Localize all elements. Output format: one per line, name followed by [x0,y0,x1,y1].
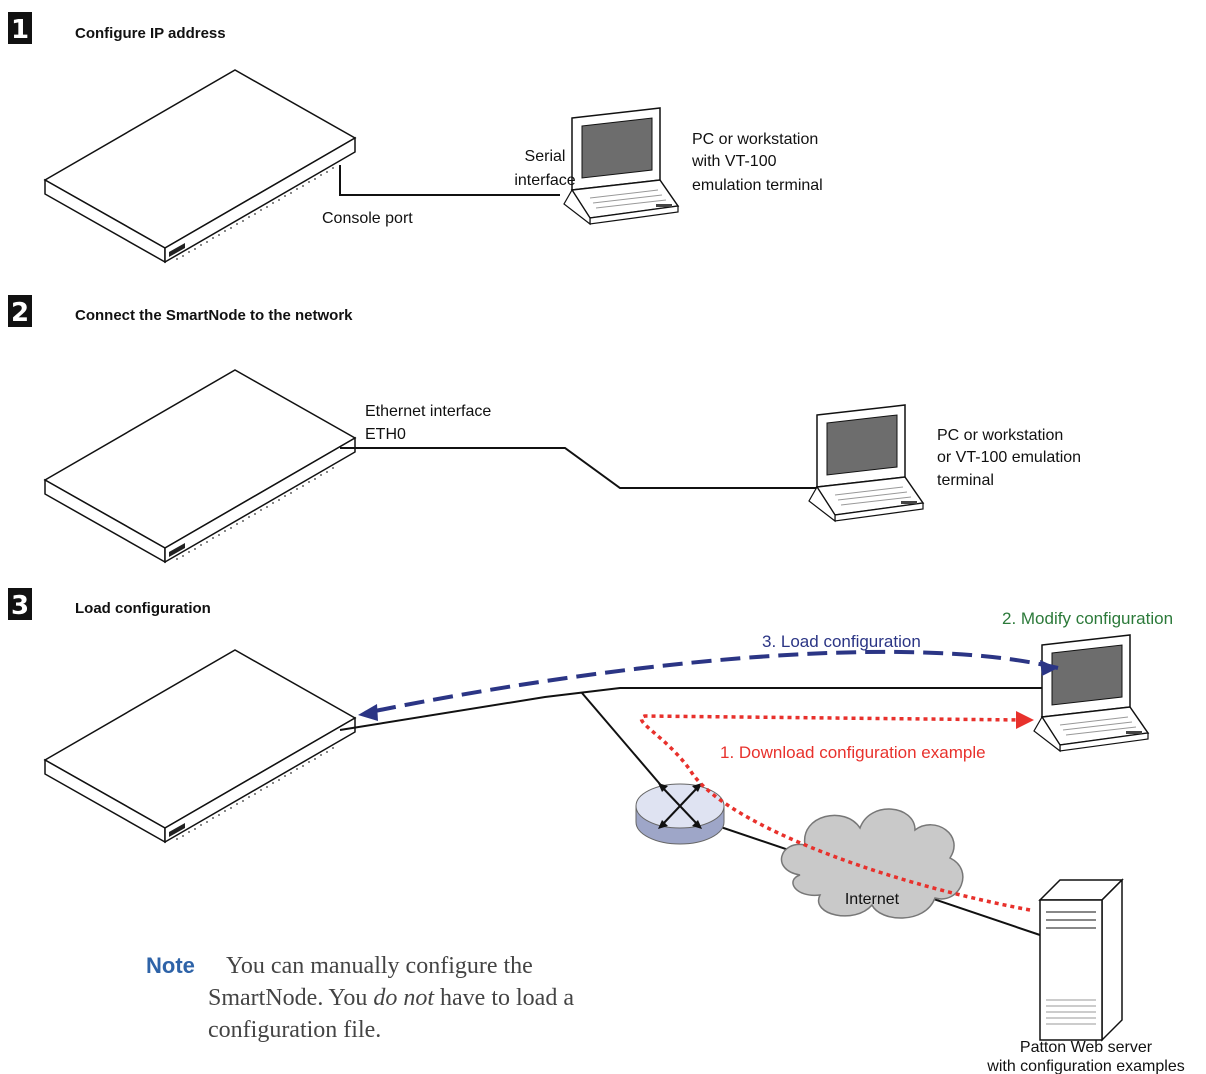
ethernet-label-line1: Ethernet interface [365,403,491,420]
note-block: Note You can manually configure the Smar… [146,953,574,1043]
console-port-label: Console port [322,210,413,227]
pc-label-2-line3: terminal [937,472,994,489]
pc-laptop-1 [563,107,679,225]
load-config-label: 3. Load configuration [762,632,921,651]
pc-laptop-2 [808,404,924,522]
load-config-arrow [364,649,1059,715]
smartnode-device-2 [44,369,356,563]
smartnode-device-1 [44,69,356,263]
note-emphasis: do not [373,985,435,1011]
note-line-2-start: SmartNode. You [208,985,373,1011]
note-line-2: SmartNode. You do not have to load a [208,985,574,1011]
server-label-line2: with configuration examples [986,1058,1184,1074]
step-1-number: 1 [11,15,29,45]
internet-label: Internet [845,891,900,908]
step-2-title: Connect the SmartNode to the network [75,307,353,324]
step-2-badge [8,295,32,327]
ethernet-cable [340,447,820,489]
step-3: 3 Load configuration Internet [8,588,1185,1074]
web-server-icon [1038,878,1124,1042]
load-config-arrowhead-left [358,704,378,721]
pc-label-1-line2: with VT-100 [691,153,777,170]
smartnode-device-3 [44,649,356,843]
step-2-number: 2 [11,298,29,328]
router-icon [635,783,725,845]
step-3-badge [8,588,32,620]
step-1-badge [8,12,32,44]
download-example-arrowhead [1016,711,1034,729]
pc-label-2-line1: PC or workstation [937,427,1063,444]
download-example-label: 1. Download configuration example [720,743,986,762]
step-2: 2 Connect the SmartNode to the network E… [8,295,1081,563]
serial-interface-label-line2: interface [514,172,575,189]
server-label-line1: Patton Web server [1020,1039,1153,1056]
pc-laptop-3 [1033,634,1149,752]
step-1-title: Configure IP address [75,25,226,42]
note-line-1: You can manually configure the [226,953,533,979]
console-cable [339,165,560,196]
serial-interface-label-line1: Serial [525,148,566,165]
pc-label-1-line1: PC or workstation [692,131,818,148]
load-config-arrowhead-right [1040,660,1058,676]
note-line-2-end: have to load a [434,985,574,1011]
ethernet-label-line2: ETH0 [365,426,406,443]
router-uplink-cable [581,692,666,791]
lan-cable [339,687,1065,731]
pc-label-2-line2: or VT-100 emulation [937,449,1081,466]
step-3-number: 3 [11,591,29,621]
note-line-3: configuration file. [208,1017,381,1043]
step-3-title: Load configuration [75,600,211,617]
modify-config-label: 2. Modify configuration [1002,609,1173,628]
step-1: 1 Configure IP address Serial interface … [8,12,823,263]
internet-cloud-icon [780,808,964,919]
pc-label-1-line3: emulation terminal [692,177,823,194]
note-heading: Note [146,953,195,978]
download-example-arrow [639,714,1031,912]
